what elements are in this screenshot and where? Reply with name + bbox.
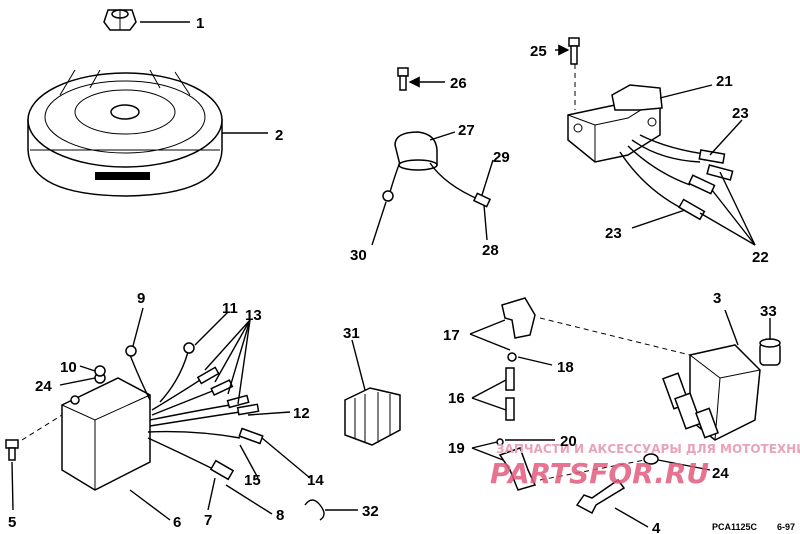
washer-24 xyxy=(643,453,659,465)
callout-24b: 24 xyxy=(712,465,729,482)
power-pack xyxy=(567,84,734,221)
callout-7: 7 xyxy=(204,512,212,529)
callout-17: 17 xyxy=(443,327,460,344)
clip xyxy=(304,499,325,521)
callout-18: 18 xyxy=(557,359,574,376)
callout-5: 5 xyxy=(8,514,16,531)
callout-16: 16 xyxy=(448,390,465,407)
callout-1: 1 xyxy=(196,15,204,32)
callout-4: 4 xyxy=(652,520,661,534)
callout-22: 22 xyxy=(752,249,769,266)
callout-8: 8 xyxy=(276,507,284,524)
spark-plug-springs xyxy=(505,367,515,421)
callout-labels: 1 2 3 4 5 6 7 8 9 10 11 12 13 14 15 16 1… xyxy=(8,15,777,534)
callout-28: 28 xyxy=(482,242,499,259)
capacitor-assembly xyxy=(382,131,492,208)
callout-29: 29 xyxy=(493,149,510,166)
callout-31: 31 xyxy=(343,325,360,342)
callout-25: 25 xyxy=(530,43,547,60)
callout-21: 21 xyxy=(716,73,733,90)
callout-11: 11 xyxy=(222,300,238,317)
callout-10: 10 xyxy=(60,359,77,376)
watermark-tagline: ЗАПЧАСТИ И АКСЕССУАРЫ ДЛЯ МОТОТЕХНИКИ xyxy=(496,442,800,456)
flywheel xyxy=(27,69,223,197)
spark-plug-boot-lower xyxy=(496,438,537,491)
callout-12: 12 xyxy=(293,405,310,422)
flywheel-nut xyxy=(103,9,137,31)
callout-2: 2 xyxy=(275,127,283,144)
ignition-coil xyxy=(662,344,761,441)
watermark-logo: PARTSFOR.RU xyxy=(490,457,709,490)
callout-23b: 23 xyxy=(605,225,622,242)
screw-4 xyxy=(575,478,626,515)
callout-30: 30 xyxy=(350,247,367,264)
callout-14: 14 xyxy=(307,472,324,489)
callout-26: 26 xyxy=(450,75,467,92)
callout-13: 13 xyxy=(245,307,262,324)
callout-15: 15 xyxy=(244,472,261,489)
washer-10 xyxy=(94,365,106,377)
screw-25 xyxy=(568,37,580,65)
callout-9: 9 xyxy=(137,290,145,307)
callout-19: 19 xyxy=(448,440,465,457)
callout-33: 33 xyxy=(760,303,777,320)
callout-32: 32 xyxy=(362,503,379,520)
coil-sleeve xyxy=(759,338,781,366)
callout-20: 20 xyxy=(560,433,577,450)
rectifier xyxy=(344,387,401,446)
callout-3: 3 xyxy=(713,290,721,307)
ignition-module xyxy=(61,342,264,491)
callout-27: 27 xyxy=(458,122,475,139)
callout-6: 6 xyxy=(173,514,181,531)
callout-23a: 23 xyxy=(732,105,749,122)
spark-plug-boot-upper xyxy=(501,297,536,362)
drawing-code: PCA1125C xyxy=(712,522,758,532)
screw-5 xyxy=(5,439,19,461)
screw-26 xyxy=(397,67,409,91)
drawing-date: 6-97 xyxy=(777,522,795,532)
callout-24a: 24 xyxy=(35,378,52,395)
